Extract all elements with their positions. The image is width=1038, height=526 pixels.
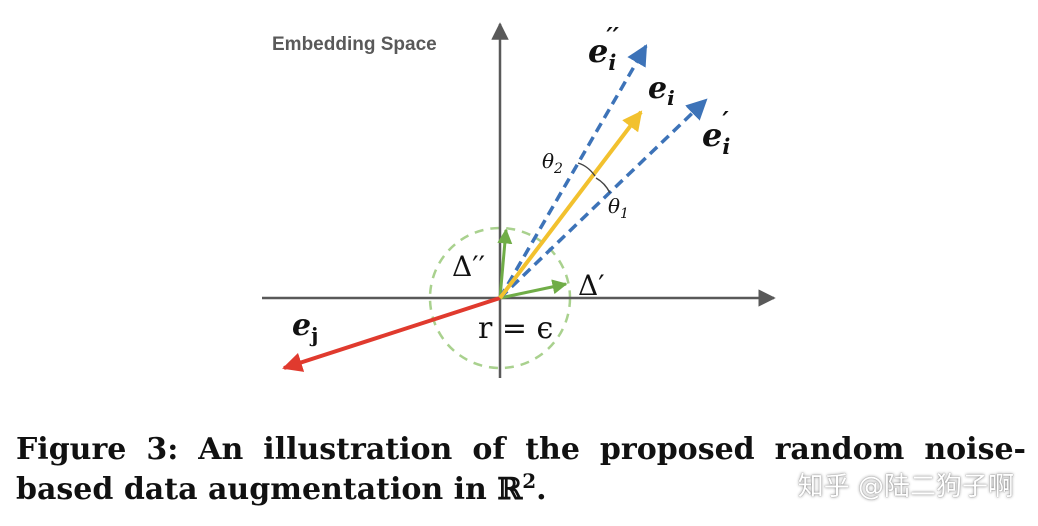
theta1-arc [595,177,611,194]
ei-vector [498,110,643,300]
delta-prime-vector [499,279,568,300]
delta-dprime-vector [497,228,513,299]
ej-vector [282,296,501,372]
label-delta-prime: Δ′ [578,269,605,302]
label-theta1: θ1 [608,194,629,222]
label-ei-dprime: ei′′ [588,22,620,75]
figure-caption: Figure 3: An illustration of the propose… [16,432,1026,507]
space-label: Embedding Space [272,34,437,55]
watermark: 知乎 @陆二狗子啊 [797,472,1014,502]
label-ei: ei [648,71,675,110]
label-theta2: θ2 [542,149,563,177]
label-ei-prime: ei′ [702,106,730,159]
label-ej: ej [292,308,318,347]
label-delta-dprime: Δ′′ [452,250,485,283]
theta2-arc [577,162,596,177]
ei-dprime-vector [498,44,648,299]
label-radius: r = ϵ [478,311,553,346]
embedding-diagram: Embedding Space ei′′ ei ei′ θ2 θ1 Δ′′ Δ′… [262,22,776,378]
caption-superscript: 2 [522,469,537,493]
